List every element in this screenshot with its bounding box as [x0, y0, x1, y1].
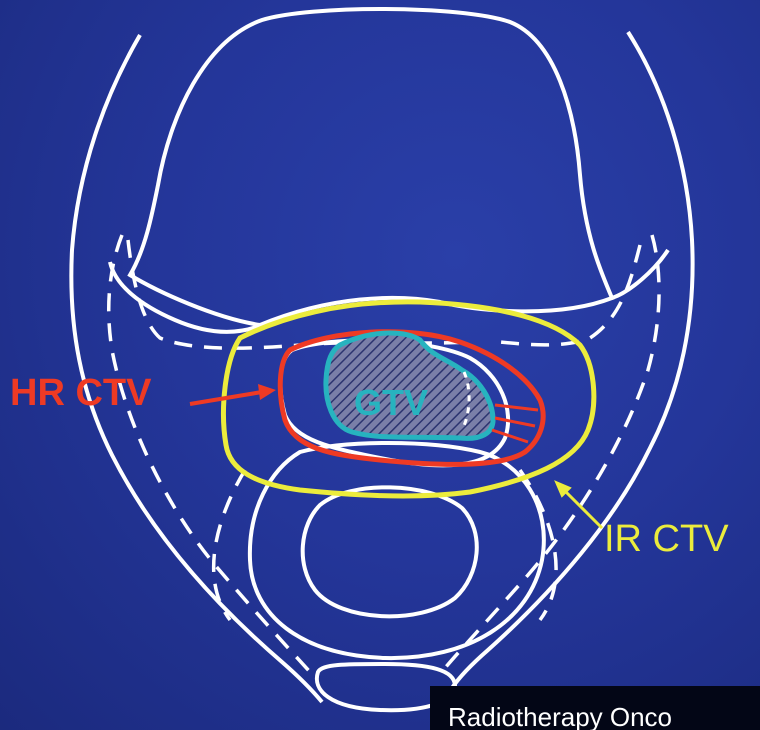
source-caption-text: Radiotherapy Onco	[448, 702, 672, 730]
hr-extension-line-3	[492, 430, 528, 442]
hr-ctv-label: HR CTV	[10, 374, 151, 412]
ir-ctv-label: IR CTV	[604, 520, 729, 558]
left-dashed-diagonal	[214, 470, 245, 620]
source-caption-box: Radiotherapy Onco	[430, 686, 760, 730]
rectum-inner-outline	[303, 487, 477, 616]
hr-ctv-arrowhead	[258, 384, 276, 400]
rectum-outer-outline	[250, 443, 544, 658]
left-pelvic-wall	[71, 35, 322, 702]
bladder-outline	[130, 9, 612, 325]
gtv-label: GTV	[354, 385, 428, 421]
hr-extension-line-2	[495, 418, 535, 426]
hr-extension-line-1	[495, 405, 538, 410]
